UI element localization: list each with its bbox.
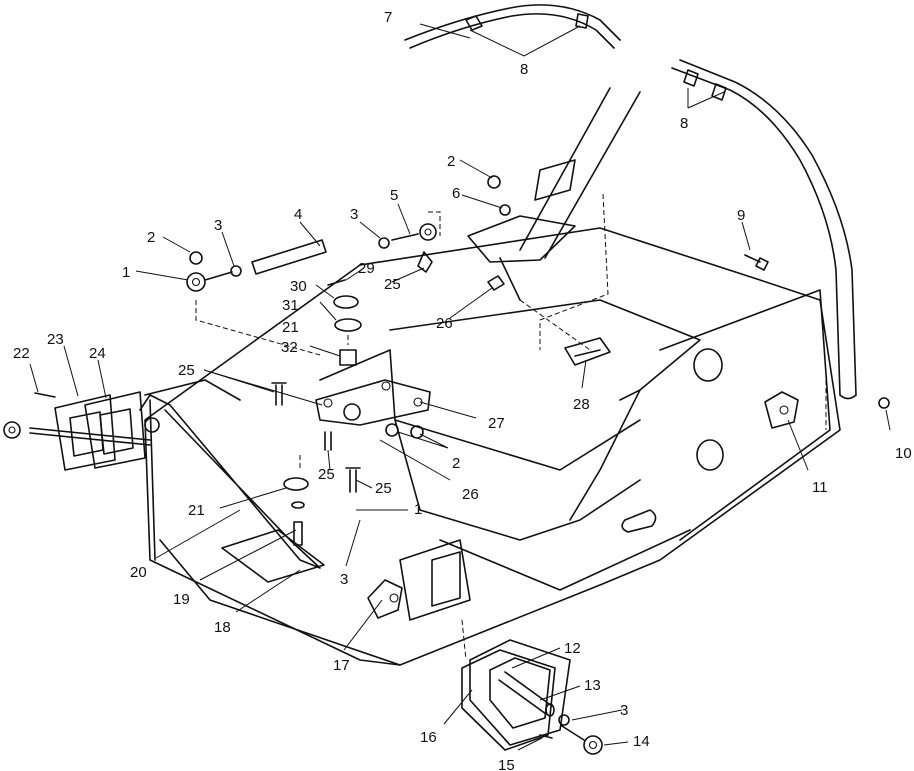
callout-1-center: 1 [414, 501, 422, 518]
bolts-25 [271, 382, 361, 493]
pedal-pad-18 [221, 529, 325, 583]
shaft-13 [498, 671, 555, 717]
handlebar-rail-right [671, 59, 857, 400]
pin-29 [327, 279, 346, 286]
callout-25-right: 25 [375, 480, 392, 497]
callout-29: 29 [358, 260, 375, 277]
callout-6: 6 [452, 185, 460, 202]
callout-19: 19 [173, 591, 190, 608]
bracket-11 [764, 391, 799, 429]
nuts-2 [385, 423, 424, 439]
callout-25-mid: 25 [318, 466, 335, 483]
clip-26 [487, 275, 505, 291]
plate-17 [367, 579, 403, 619]
callout-1-left: 1 [122, 264, 130, 281]
leader-lines [29, 23, 891, 751]
tie-rod-end-14 [558, 714, 603, 755]
callout-3-top: 3 [350, 206, 358, 223]
callout-2-arm: 2 [452, 455, 460, 472]
callout-9: 9 [737, 207, 745, 224]
callout-10: 10 [895, 445, 912, 462]
callout-8-right: 8 [680, 115, 688, 132]
assembly-lines [195, 193, 827, 661]
callout-7: 7 [384, 9, 392, 26]
callout-23: 23 [47, 331, 64, 348]
callout-2-top: 2 [447, 153, 455, 170]
gasket-24 [84, 391, 146, 469]
callout-2-left: 2 [147, 229, 155, 246]
callout-26-bottom: 26 [462, 486, 479, 503]
callout-12: 12 [564, 640, 581, 657]
callout-3-left: 3 [214, 217, 222, 234]
callout-27: 27 [488, 415, 505, 432]
callout-15: 15 [498, 757, 515, 771]
nut-10 [878, 397, 890, 409]
callout-5: 5 [390, 187, 398, 204]
callout-21-top: 21 [282, 319, 299, 336]
callout-labels: 1 1 2 2 2 3 3 3 3 4 5 6 7 8 8 9 10 11 12… [13, 9, 912, 771]
callout-24: 24 [89, 345, 106, 362]
handlebar-rail-left [404, 4, 621, 49]
callout-30: 30 [290, 278, 307, 295]
callout-18: 18 [214, 619, 231, 636]
pin-15 [539, 734, 553, 739]
callout-26-top: 26 [436, 315, 453, 332]
callout-4: 4 [294, 206, 302, 223]
clip-28 [564, 337, 611, 366]
callout-13: 13 [584, 677, 601, 694]
callout-14: 14 [633, 733, 650, 750]
callout-16: 16 [420, 729, 437, 746]
steering-column [467, 87, 641, 301]
callout-3-right: 3 [620, 702, 628, 719]
callout-25-left: 25 [178, 362, 195, 379]
callout-8-top: 8 [520, 61, 528, 78]
main-frame [144, 227, 841, 666]
side-plate-12 [469, 639, 571, 746]
pin-9 [744, 254, 769, 271]
callout-11: 11 [812, 479, 828, 496]
pin-22 [34, 392, 56, 398]
callout-32: 32 [281, 339, 298, 356]
bushing-stack [283, 295, 362, 546]
callout-28: 28 [573, 396, 590, 413]
callout-31: 31 [282, 297, 299, 314]
callout-25-top: 25 [384, 276, 401, 293]
tie-rod [186, 175, 511, 292]
gasket-16 [461, 649, 556, 751]
callout-20: 20 [130, 564, 147, 581]
callout-17: 17 [333, 657, 350, 674]
callout-3-bottom: 3 [340, 571, 348, 588]
callout-21-bottom: 21 [188, 502, 205, 519]
steering-arm [315, 379, 431, 426]
callout-22: 22 [13, 345, 30, 362]
